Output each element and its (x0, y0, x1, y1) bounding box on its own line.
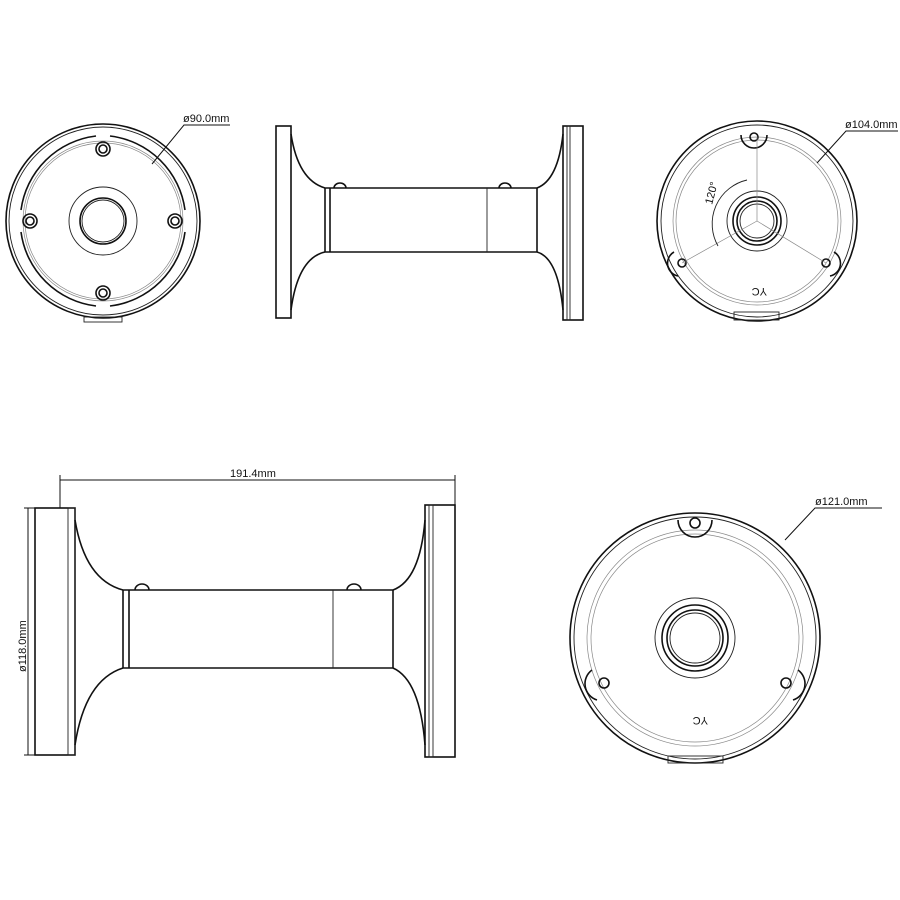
top-view-small: ø90.0mm (5, 113, 230, 323)
side-view-large: 191.4mm ø118.0mm (17, 468, 456, 758)
diameter-label-90: ø90.0mm (183, 113, 229, 125)
length-label-191: 191.4mm (230, 468, 276, 480)
yc-mark-large: YC (693, 714, 708, 726)
angle-label-120: 120° (703, 181, 720, 206)
yc-mark-small: YC (752, 285, 767, 297)
base-view-small: 120° YC ø104.0mm (656, 119, 898, 322)
diameter-label-118: ø118.0mm (17, 620, 29, 672)
diameter-label-104: ø104.0mm (845, 119, 898, 131)
side-view-small (275, 125, 584, 321)
diameter-label-121: ø121.0mm (815, 496, 868, 508)
base-view-large: YC ø121.0mm (569, 496, 882, 764)
